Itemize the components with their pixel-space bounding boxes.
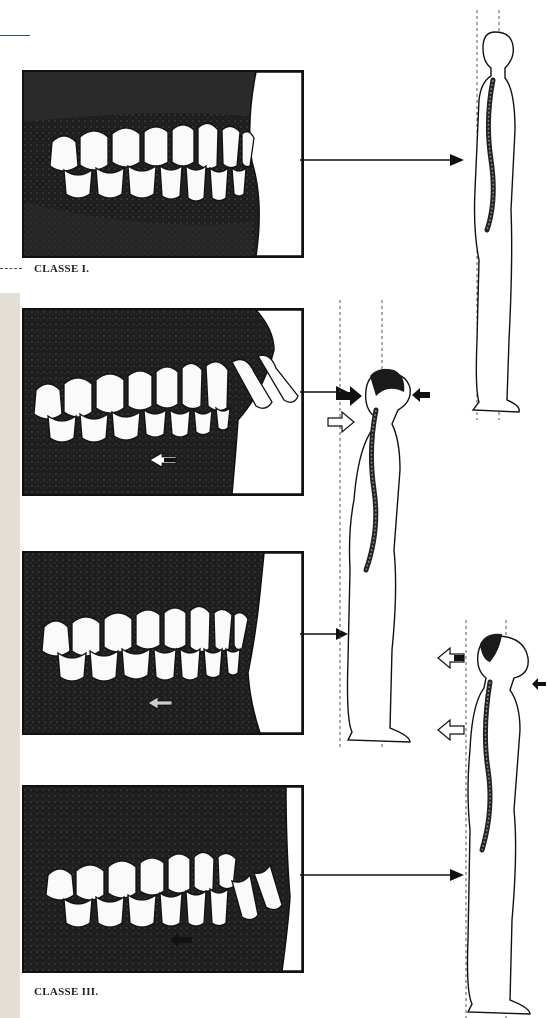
- class3-teeth-panel: [22, 785, 304, 973]
- class1-caption: CLASSE I.: [34, 263, 89, 275]
- class2-force-hollow-arrow-icon: [328, 412, 354, 432]
- guide-line-top: [0, 35, 30, 36]
- class2-body-figure: [318, 300, 438, 750]
- class3-force-hollow-arrow-top-icon: [438, 648, 464, 668]
- class3-caption: CLASSE III.: [34, 986, 98, 998]
- class2-face-arrow-icon: [412, 388, 430, 402]
- guide-line-dashed: [0, 268, 22, 269]
- class3-body-figure: [430, 620, 547, 1018]
- class2b-teeth-panel: [22, 551, 304, 735]
- class1-body-figure: [455, 10, 545, 420]
- class3-force-hollow-arrow-bottom-icon: [438, 720, 464, 740]
- class3-face-arrow-icon: [532, 678, 546, 690]
- class1-teeth-panel: [22, 70, 304, 258]
- class2-teeth-panel: [22, 308, 304, 496]
- left-sidebar-band: [0, 293, 20, 1018]
- class1-pointer-arrow: [300, 150, 470, 170]
